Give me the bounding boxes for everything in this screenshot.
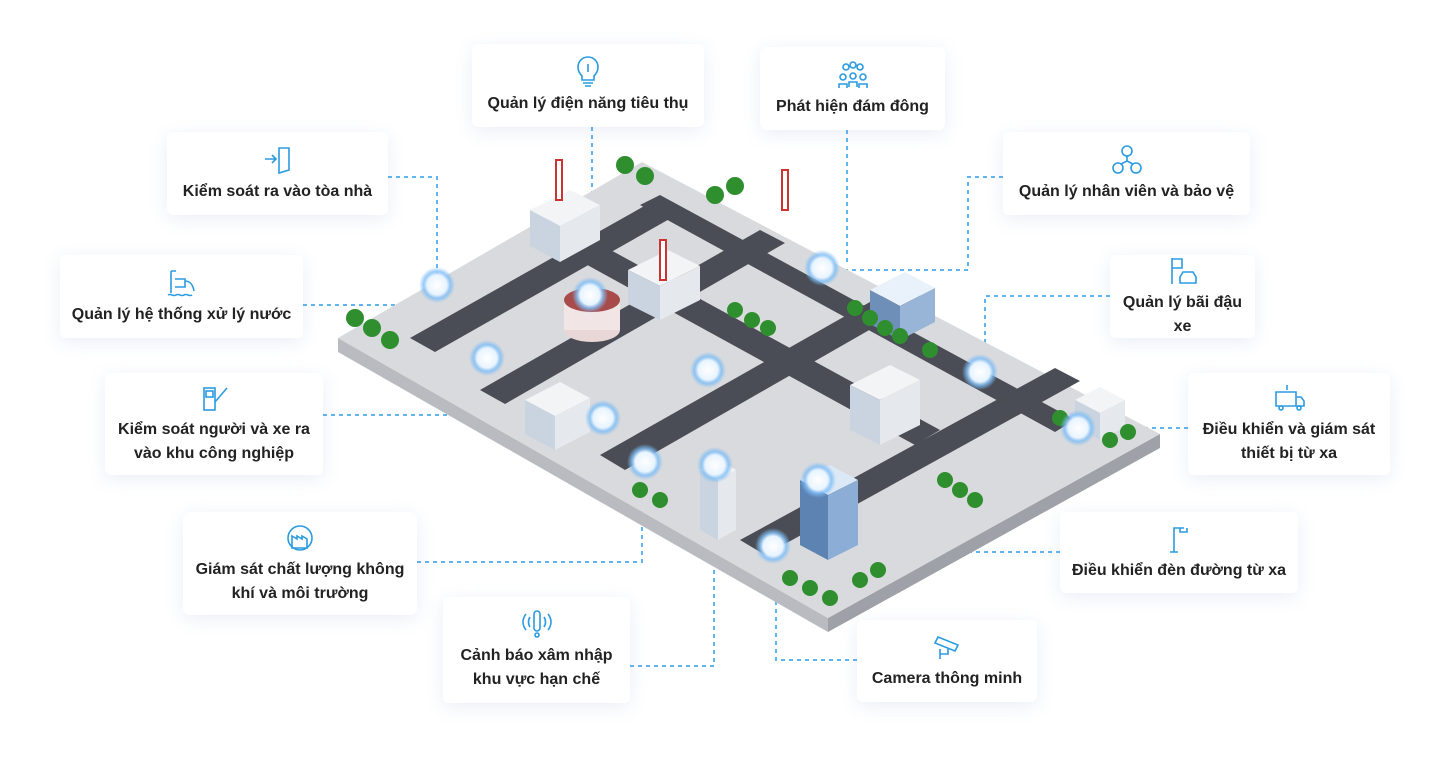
- feature-label-line2: thiết bị từ xa: [1240, 445, 1338, 462]
- sensor-markers: [419, 250, 1096, 564]
- feature-label: Quản lý điện năng tiêu thụ: [487, 94, 689, 112]
- feature-label: Camera thông minh: [871, 670, 1023, 687]
- feature-label: Quản lý hệ thống xử lý nước: [71, 305, 292, 323]
- feature-label: Điều khiển đèn đường từ xa: [1071, 561, 1287, 579]
- feature-card-air-quality: Giám sát chất lượng không khí và môi trư…: [183, 512, 417, 615]
- factory-environment-icon: [283, 522, 317, 554]
- feature-label: Quản lý bãi đậu xe: [1122, 293, 1243, 335]
- door-enter-icon: [261, 144, 295, 176]
- lightbulb-icon: [571, 55, 605, 88]
- barrier-gate-icon: [197, 382, 231, 414]
- feature-card-remote-device: Điều khiển và giám sát thiết bị từ xa: [1188, 373, 1390, 475]
- feature-card-intrusion-alert: Cảnh báo xâm nhập khu vực hạn chế: [443, 597, 630, 703]
- alarm-signal-icon: [520, 608, 554, 640]
- security-camera-icon: [930, 631, 964, 663]
- feature-label-line1: Giám sát chất lượng không: [195, 560, 405, 578]
- feature-card-crowd: Phát hiện đám đông: [760, 47, 945, 130]
- feature-card-parking: Quản lý bãi đậu xe: [1110, 255, 1255, 338]
- feature-card-smart-camera: Camera thông minh: [857, 620, 1037, 702]
- feature-label-line2: khu vực hạn chế: [472, 671, 601, 688]
- feature-card-street-light: Điều khiển đèn đường từ xa: [1060, 512, 1298, 593]
- feature-label-line1: Kiểm soát người và xe ra: [118, 421, 310, 438]
- container-truck-icon: [1272, 382, 1306, 414]
- parking-car-icon: [1166, 255, 1200, 287]
- feature-label-line2: khí và môi trường: [231, 584, 369, 602]
- water-treatment-icon: [165, 267, 199, 299]
- feature-card-staff: Quản lý nhân viên và bảo vệ: [1003, 132, 1250, 215]
- crowd-icon: [836, 59, 870, 91]
- feature-card-water-treatment: Quản lý hệ thống xử lý nước: [60, 255, 303, 338]
- feature-label: Quản lý nhân viên và bảo vệ: [1018, 182, 1235, 200]
- feature-label-line2: vào khu công nghiệp: [133, 445, 294, 462]
- feature-label: Kiểm soát ra vào tòa nhà: [182, 182, 373, 200]
- feature-label-line1: Cảnh báo xâm nhập: [460, 647, 613, 664]
- trees: [346, 156, 1136, 606]
- feature-label: Phát hiện đám đông: [776, 97, 929, 115]
- street-lamp-icon: [1162, 523, 1196, 555]
- people-network-icon: [1110, 144, 1144, 176]
- feature-card-building-access: Kiểm soát ra vào tòa nhà: [167, 132, 388, 215]
- feature-card-vehicle-access: Kiểm soát người và xe ra vào khu công ng…: [105, 373, 323, 475]
- feature-label-line1: Điều khiển và giám sát: [1202, 421, 1376, 438]
- feature-card-power: Quản lý điện năng tiêu thụ: [472, 44, 704, 127]
